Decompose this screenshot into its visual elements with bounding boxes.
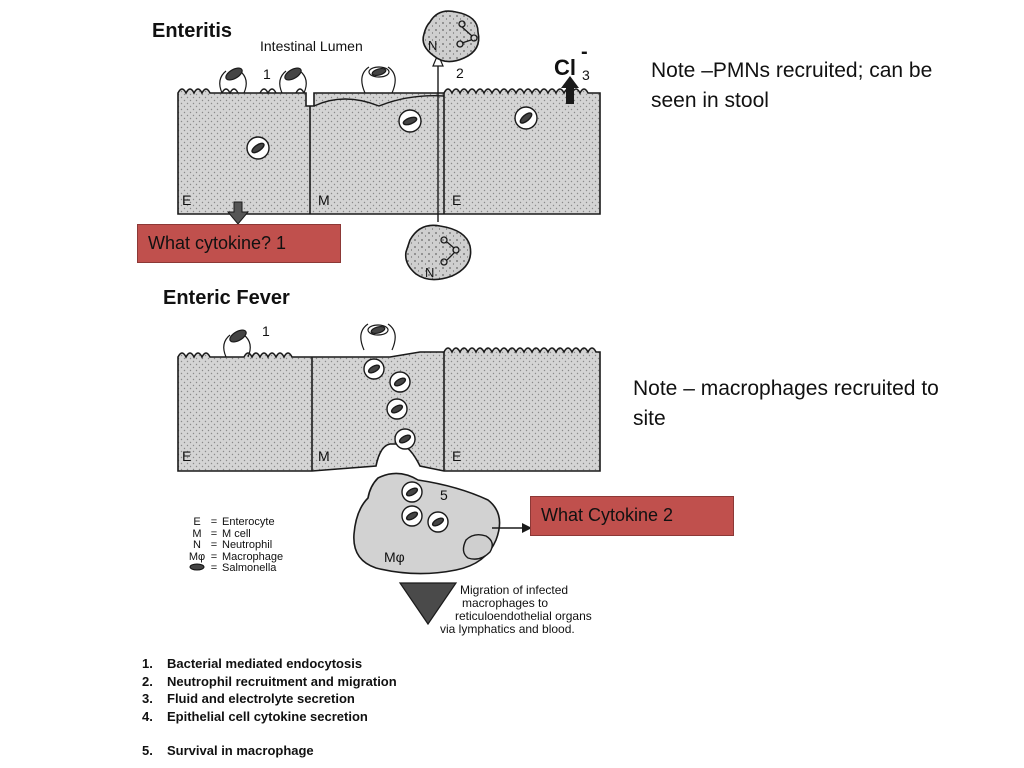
list-item: 2.Neutrophil recruitment and migration [142, 673, 397, 689]
salmonella-uptake-1 [219, 66, 396, 94]
list-item: 1.Bacterial mediated endocytosis [142, 656, 363, 671]
legend-row: N=Neutrophil [193, 539, 273, 551]
enteric-fever-title: Enteric Fever [163, 287, 290, 309]
enteritis-cell-e-right: E [452, 192, 461, 208]
neutrophil-bottom-label: N [425, 265, 434, 280]
enteritis-cell-e-left: E [182, 192, 191, 208]
enteritis-step2-label: 2 [456, 65, 464, 81]
steps-list: 1.Bacterial mediated endocytosis 2.Neutr… [142, 656, 397, 761]
cytokine-arrow-2 [492, 523, 532, 533]
enteritis-title: Enteritis [152, 20, 232, 42]
note-macrophages: Note – macrophages recruited to site [633, 377, 939, 430]
enteritis-epithelium [177, 88, 601, 215]
chloride-label: Cl [554, 55, 576, 80]
lumen-label: Intestinal Lumen [260, 38, 363, 54]
macrophage-label: Mφ [384, 549, 405, 565]
migration-text-3: reticuloendothelial organs [455, 609, 592, 623]
legend-row: M=M cell [192, 527, 251, 540]
neutrophil-top [422, 10, 480, 63]
cytokine-arrow-1 [226, 201, 250, 225]
intracellular-salmonella [246, 106, 538, 160]
enteric-fever-cell-m: M [318, 448, 330, 464]
legend-row: =Salmonella [188, 562, 283, 575]
enteric-fever-cell-e-right: E [452, 448, 461, 464]
macrophage [353, 472, 501, 575]
salmonella-icon [188, 563, 206, 575]
enteritis-cell-m: M [318, 192, 330, 208]
list-item: 5.Survival in macrophage [142, 743, 314, 758]
list-item: 3.Fluid and electrolyte secretion [142, 691, 355, 706]
migration-arrow [398, 582, 458, 626]
legend: E=Enterocyte M=M cell N=Neutrophil Mφ=Ma… [188, 516, 284, 575]
enteritis-step3-label: 3 [582, 67, 590, 83]
enteric-fever-salmonella-uptake [223, 323, 396, 358]
list-item: 4.Epithelial cell cytokine secretion [142, 708, 368, 724]
chloride-arrow-up [561, 76, 579, 104]
migration-text-4: via lymphatics and blood. [440, 622, 575, 636]
legend-row: Mφ=Macrophage [188, 550, 284, 563]
callout-cytokine-2: What Cytokine 2 [530, 496, 734, 536]
enteric-fever-step1-label: 1 [262, 323, 270, 339]
enteric-fever-step5-label: 5 [440, 487, 448, 503]
callout-cytokine-1: What cytokine? 1 [137, 224, 341, 263]
neutrophil-top-label: N [428, 38, 437, 53]
enteritis-step1-label: 1 [263, 66, 271, 82]
enteric-fever-cell-e-left: E [182, 448, 191, 464]
legend-row: E=Enterocyte [193, 516, 275, 528]
transcytosis-vacuoles [363, 358, 416, 450]
migration-text-2: macrophages to [462, 596, 548, 610]
note-pmns: Note –PMNs recruited; can be seen in sto… [651, 59, 933, 112]
neutrophil-bottom [404, 224, 472, 281]
chloride-charge: - [581, 41, 588, 63]
migration-text-1: Migration of infected [460, 583, 568, 597]
